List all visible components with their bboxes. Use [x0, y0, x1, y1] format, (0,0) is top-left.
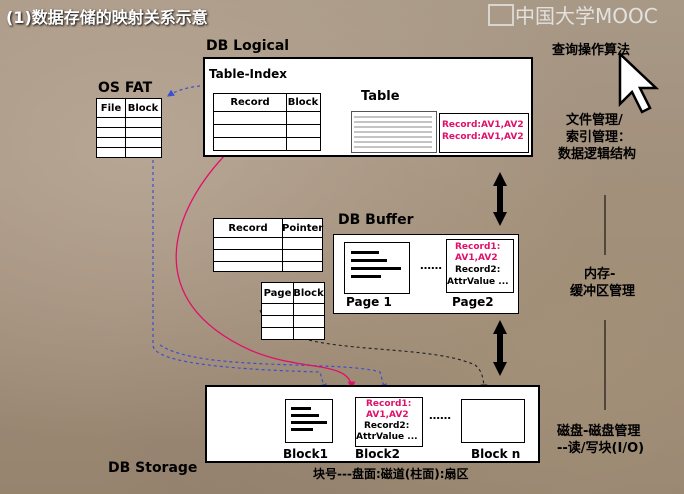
buffer-storage-double-arrow: [493, 320, 507, 376]
rp-col-record: Record: [228, 223, 268, 234]
block2-record1: Record1:: [366, 399, 412, 409]
disk-mgmt-2: --读/写块(I/O): [557, 441, 645, 456]
table-index-col-block: Block: [287, 97, 319, 108]
block2-label: Block2: [355, 447, 400, 461]
table-label: Table: [361, 89, 400, 104]
mem-mgmt-1: 内存-: [584, 267, 616, 282]
disk-mgmt-1: 磁盘-磁盘管理: [557, 424, 641, 439]
record-pointer-table: Record Pointer: [213, 218, 323, 272]
os-fat-table: File Block: [96, 98, 162, 158]
logical-buffer-double-arrow: [493, 172, 507, 226]
blockn-box: [461, 399, 525, 443]
slide-title: (1)数据存储的映射关系示意: [6, 8, 208, 27]
table-records-box: Record:AV1,AV2 Record:AV1,AV2: [439, 113, 529, 153]
page1-label: Page 1: [346, 295, 392, 309]
table-record-1: Record:AV1,AV2: [442, 120, 524, 130]
page2-record2: Record2:: [455, 265, 501, 275]
table-record-2: Record:AV1,AV2: [442, 132, 524, 142]
db-buffer-label: DB Buffer: [338, 212, 414, 228]
index-to-fat-arrow: [167, 84, 213, 97]
block2-record1-val: AV1,AV2: [366, 410, 409, 420]
rp-col-pointer: Pointer: [282, 223, 324, 234]
table-preview-lines: [354, 116, 432, 148]
fat-to-storage-arrow: [152, 160, 327, 392]
buffer-to-blockn-arrow: [259, 309, 488, 392]
table-index-col-record: Record: [230, 97, 270, 108]
page2-record1: Record1:: [455, 242, 501, 252]
db-logical-box: Table-Index Record Block Table Record:AV…: [203, 57, 533, 157]
block-address-note: 块号---盘面:磁道(柱面):扇区: [313, 467, 469, 481]
db-buffer-box: …… Record1: AV1,AV2 Record2: AttrValue .…: [333, 234, 519, 314]
logo-text: 中国大学MOOC: [515, 4, 658, 28]
block1-label: Block1: [283, 447, 328, 461]
page-block-table: Page Block: [261, 282, 325, 340]
block2-record2-val: AttrValue ...: [356, 432, 418, 442]
storage-dots: ……: [429, 409, 451, 422]
os-fat-label: OS FAT: [98, 80, 153, 96]
page2-label: Page2: [452, 295, 494, 309]
index-to-storage-arrow: [175, 149, 356, 390]
table-preview: [351, 111, 437, 153]
db-storage-box: Record1: AV1,AV2 Record2: AttrValue ... …: [205, 385, 540, 463]
db-logical-label: DB Logical: [206, 38, 290, 54]
fat-col-block: Block: [127, 103, 159, 114]
blockn-label: Block n: [471, 447, 521, 461]
logo-icon: [488, 4, 514, 26]
query-algo-label: 查询操作算法: [552, 43, 631, 58]
mem-mgmt-2: 缓冲区管理: [570, 284, 636, 299]
table-index-table: Record Block: [213, 93, 321, 151]
fat-col-file: File: [100, 103, 122, 114]
block2-box: Record1: AV1,AV2 Record2: AttrValue ...: [355, 397, 423, 447]
page2-box: Record1: AV1,AV2 Record2: AttrValue ...: [446, 239, 514, 293]
block2-record2: Record2:: [364, 421, 410, 431]
file-mgmt-3: 数据逻辑结构: [558, 147, 637, 162]
db-storage-label: DB Storage: [108, 460, 198, 476]
file-mgmt-1: 文件管理/: [566, 113, 623, 128]
cursor-icon: [618, 52, 660, 114]
buffer-dots: ……: [420, 259, 442, 272]
page2-record1-val: AV1,AV2: [455, 253, 498, 263]
fat-to-block2-arrow: [159, 344, 387, 392]
page1-box: [344, 242, 410, 294]
pb-col-page: Page: [263, 288, 292, 299]
file-mgmt-2: 索引管理：: [566, 130, 632, 145]
pb-col-block: Block: [293, 288, 324, 299]
page2-record2-val: AttrValue ...: [447, 277, 509, 287]
block1-box: [285, 399, 333, 443]
table-index-label: Table-Index: [209, 67, 288, 81]
